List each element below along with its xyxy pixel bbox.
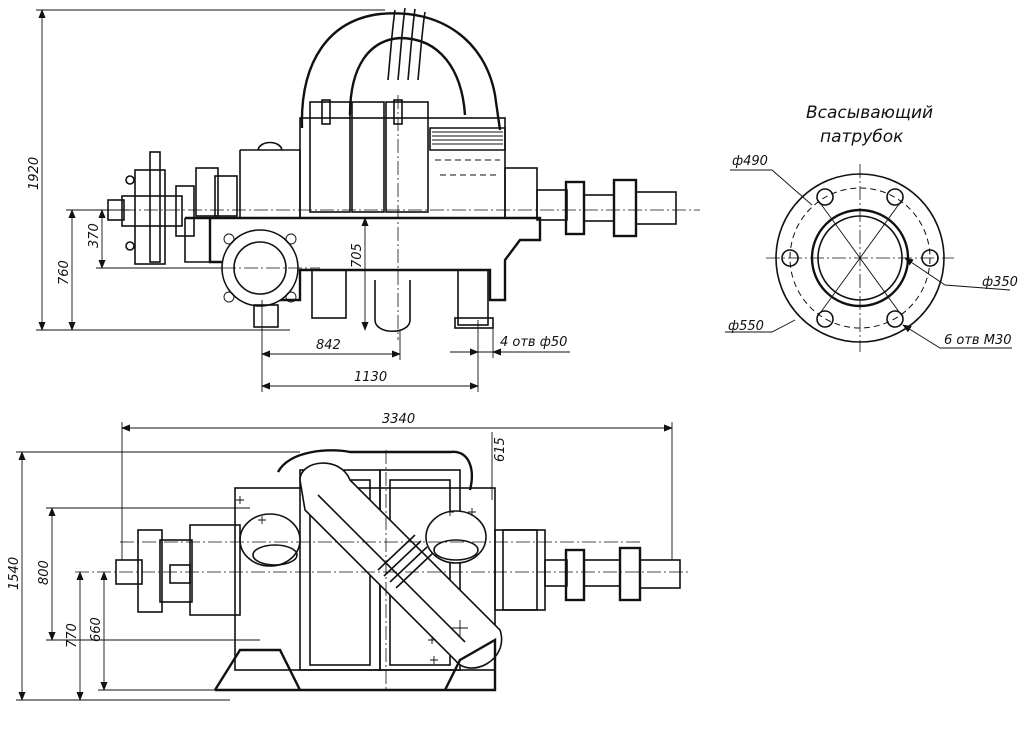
dim-d550: ф550 (728, 319, 764, 334)
dim-1130: 1130 (354, 370, 387, 385)
dim-800: 800 (37, 560, 52, 585)
dim-3340: 3340 (382, 412, 415, 427)
dim-1540: 1540 (7, 557, 22, 590)
bottom-view: 3340 615 1540 800 770 660 (7, 412, 690, 701)
dim-705: 705 (350, 243, 365, 268)
flange-title-line1: Всасывающий (806, 103, 933, 123)
top-view: 1920 760 370 705 842 1130 4 отв ф50 (27, 7, 700, 392)
dim-770: 770 (65, 623, 80, 648)
dim-660: 660 (89, 617, 104, 642)
bolt-holes-label: 6 отв М30 (944, 333, 1011, 348)
flange-title-line2: патрубок (820, 127, 904, 147)
dim-1920: 1920 (27, 157, 42, 190)
dim-615: 615 (493, 437, 508, 462)
suction-flange: Всасывающий патрубок ф490 ф350 ф550 6 от… (725, 103, 1018, 352)
dim-370: 370 (87, 223, 102, 248)
dim-d490: ф490 (732, 154, 768, 169)
dim-d350: ф350 (982, 275, 1018, 290)
dim-842: 842 (316, 338, 341, 353)
holes-label: 4 отв ф50 (500, 335, 567, 350)
dim-760: 760 (57, 260, 72, 285)
